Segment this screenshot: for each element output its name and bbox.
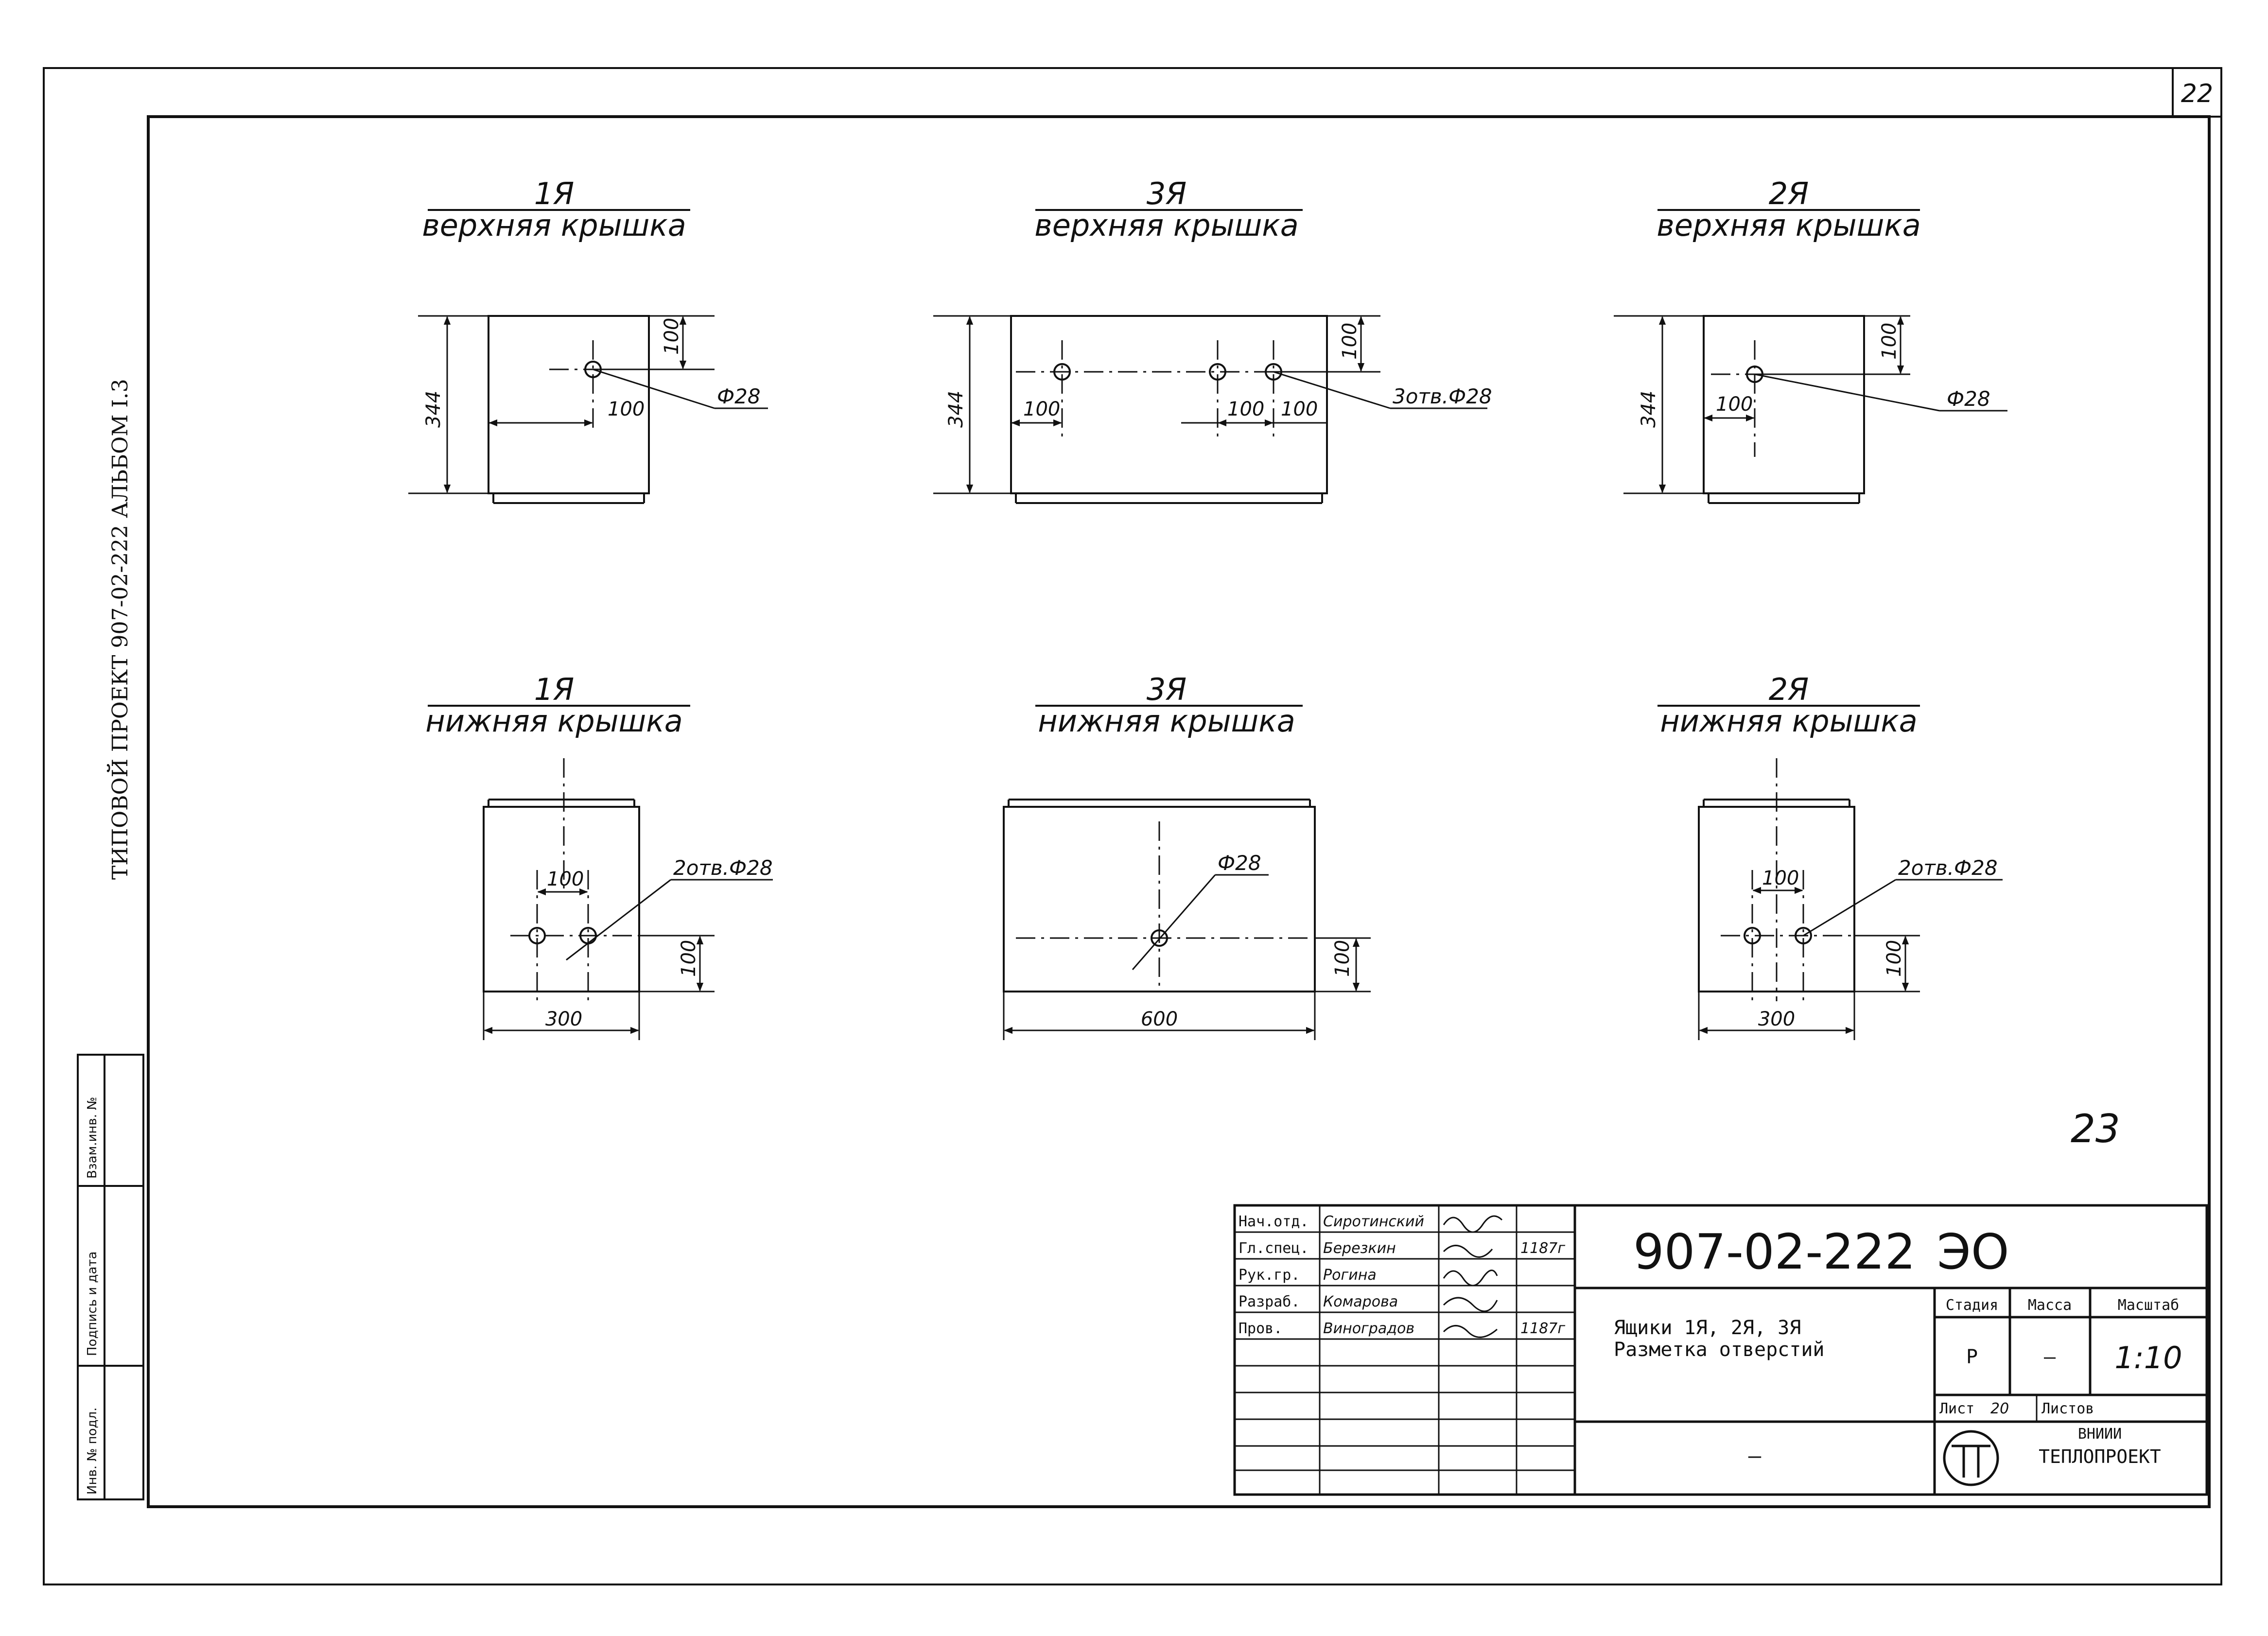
- stamp-inv-vzam: Взам.инв. №: [85, 1097, 100, 1179]
- signer-name-3: Рогина: [1323, 1267, 1377, 1284]
- offset-dim-horizontal: 100: [1716, 393, 1753, 416]
- signer-role-3: Рук.гр.: [1239, 1267, 1300, 1284]
- width-dim: 300: [545, 1008, 582, 1030]
- signer-role-5: Пров.: [1239, 1320, 1282, 1337]
- stage-header: Стадия: [1946, 1297, 1998, 1314]
- stamp-signature-date: Подпись и дата: [85, 1252, 100, 1356]
- view-3ya-bottom-cover: 3Я нижняя крышка 600 100 Ф28: [1003, 672, 1371, 1040]
- drawing-code: 907-02-222: [1633, 1223, 1916, 1280]
- side-label: ТИПОВОЙ ПРОЕКТ 907-02-222 АЛЬБОМ I.3: [106, 379, 133, 880]
- view-caption: нижняя крышка: [1660, 703, 1917, 739]
- title-block: [1233, 1204, 2208, 1496]
- signer-name-4: Комарова: [1323, 1293, 1398, 1310]
- scale-value: 1:10: [2114, 1340, 2182, 1375]
- org-top: ВНИИИ: [2078, 1426, 2122, 1443]
- view-caption: верхняя крышка: [1657, 208, 1921, 243]
- org-logo-icon: [1943, 1430, 1999, 1486]
- signer-role-2: Гл.спец.: [1239, 1240, 1309, 1257]
- signer-name-2: Березкин: [1323, 1240, 1396, 1257]
- offset-dim-horizontal: 100: [547, 868, 584, 890]
- view-caption: верхняя крышка: [1034, 208, 1299, 243]
- height-dim: 344: [1638, 391, 1660, 428]
- scale-header: Масштаб: [2118, 1297, 2179, 1314]
- offset-dim-horizontal: 100: [608, 398, 645, 420]
- sheet-label: Лист: [1939, 1400, 1974, 1417]
- hole-note: Ф28: [1218, 851, 1261, 875]
- view-1ya-top-cover: 1Я верхняя крышка 344 100 100 Ф28: [408, 176, 768, 504]
- hole-note: Ф28: [1947, 387, 1990, 411]
- signer-date-5: 1187г: [1520, 1320, 1565, 1337]
- height-dim: 344: [422, 391, 445, 428]
- offset-dim-4: 100: [1281, 398, 1318, 420]
- view-1ya-bottom-cover: 1Я нижняя крышка 300 100 100 2от: [425, 672, 773, 1040]
- title-dash: –: [1748, 1444, 1762, 1468]
- view-2ya-bottom-cover: 2Я нижняя крышка 300 100 100 2от: [1657, 672, 2003, 1040]
- offset-dim-2: 100: [1023, 398, 1060, 420]
- hole-note: 3отв.Ф28: [1393, 384, 1492, 408]
- width-dim: 600: [1141, 1008, 1178, 1030]
- view-3ya-top-cover: 3Я верхняя крышка 344: [933, 176, 1492, 504]
- offset-dim-vertical: 100: [1878, 323, 1901, 360]
- signer-role-4: Разраб.: [1239, 1293, 1300, 1310]
- offset-dim-vertical: 100: [678, 940, 700, 977]
- signer-role-1: Нач.отд.: [1239, 1213, 1309, 1230]
- hole-note: 2отв.Ф28: [1898, 856, 1998, 880]
- offset-dim-vertical: 100: [1883, 940, 1905, 977]
- signature-grid: [1235, 1205, 1575, 1495]
- offset-dim-vertical: 100: [1331, 940, 1354, 977]
- sheets-label: Листов: [2041, 1400, 2094, 1417]
- view-mark: 1Я: [534, 672, 575, 707]
- hole-note: 2отв.Ф28: [673, 856, 773, 880]
- sheet-value: 20: [1990, 1400, 2009, 1417]
- offset-dim-horizontal: 100: [1762, 867, 1799, 889]
- view-caption: верхняя крышка: [422, 208, 686, 243]
- signer-name-5: Виноградов: [1323, 1320, 1414, 1337]
- height-dim: 344: [945, 391, 967, 428]
- view-caption: нижняя крышка: [1038, 703, 1295, 739]
- sheet-code: ЭО: [1937, 1223, 2009, 1280]
- view-mark: 1Я: [534, 176, 575, 211]
- hole-note: Ф28: [717, 384, 761, 408]
- sheet-frame: [43, 67, 2222, 1585]
- org-name: ТЕПЛОПРОЕКТ: [2039, 1446, 2161, 1467]
- offset-dim-vertical: 100: [661, 318, 683, 355]
- handwritten-sheet-number: 23: [2071, 1106, 2120, 1151]
- mass-header: Масса: [2028, 1297, 2072, 1314]
- view-caption: нижняя крышка: [425, 703, 682, 739]
- signature-marks: [1443, 1215, 1503, 1338]
- view-mark: 2Я: [1769, 176, 1809, 211]
- view-mark: 3Я: [1147, 672, 1187, 707]
- stamp-inv-podl: Инв. № подл.: [85, 1408, 100, 1495]
- title-line-1: Ящики 1Я, 2Я, 3Я: [1614, 1317, 1801, 1339]
- view-mark: 3Я: [1147, 176, 1187, 211]
- mass-value: –: [2044, 1346, 2056, 1368]
- title-line-2: Разметка отверстий: [1614, 1339, 1824, 1361]
- view-mark: 2Я: [1769, 672, 1809, 707]
- sheet-number: 22: [2181, 79, 2213, 108]
- signer-name-1: Сиротинский: [1323, 1213, 1424, 1230]
- offset-dim-3: 100: [1227, 398, 1264, 420]
- view-2ya-top-cover: 2Я верхняя крышка 344 100 100 Ф28: [1614, 176, 2007, 504]
- signer-date-2: 1187г: [1520, 1240, 1565, 1257]
- offset-dim-1: 100: [1339, 323, 1361, 360]
- stage-value: Р: [1966, 1346, 1978, 1368]
- width-dim: 300: [1758, 1008, 1795, 1030]
- side-stamp: [77, 1054, 144, 1500]
